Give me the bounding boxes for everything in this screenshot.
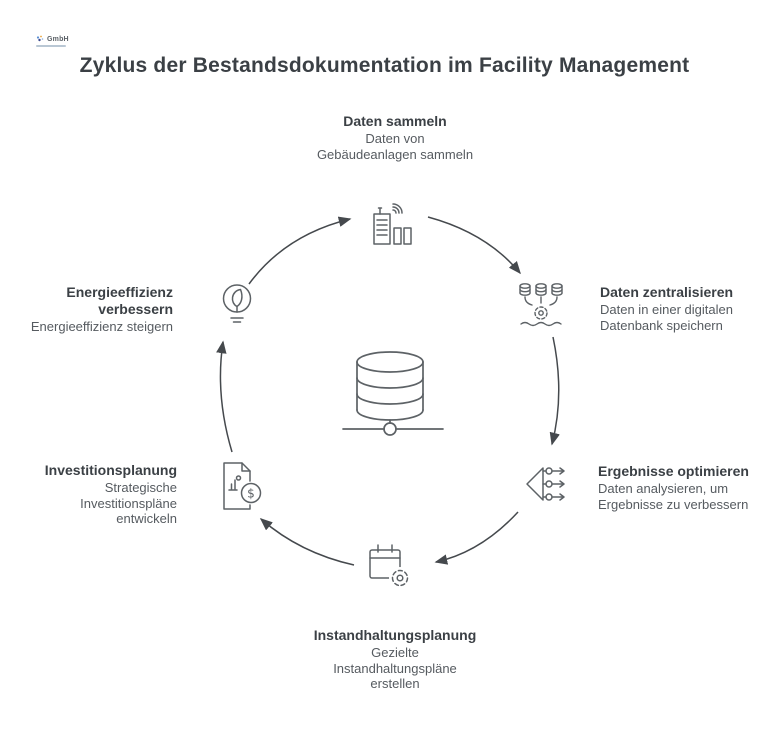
- calendar-gear-icon: [362, 537, 418, 593]
- step-ergebnisse-optimieren: Ergebnisse optimieren Daten analysieren,…: [598, 463, 749, 512]
- arrow-top-to-righttop: [427, 216, 521, 275]
- step-subtitle: Energieeffizienz steigern: [30, 319, 173, 334]
- step-subtitle: Daten von Gebäudeanlagen sammeln: [316, 131, 474, 162]
- step-subtitle: Daten in einer digitalen Datenbank speic…: [600, 302, 733, 333]
- step-subtitle: Daten analysieren, um Ergebnisse zu verb…: [598, 481, 749, 512]
- logo-text: GmbH: [47, 36, 69, 43]
- logo: GmbH: [36, 35, 69, 47]
- arrow-righttop-to-rightbottom: [549, 336, 560, 446]
- step-title: Ergebnisse optimieren: [598, 463, 749, 479]
- logo-sparkle-icon: [36, 35, 44, 42]
- arrow-bottom-to-leftbottom: [259, 518, 355, 566]
- step-subtitle: Strategische Investitionspläne entwickel…: [80, 480, 177, 526]
- step-daten-zentralisieren: Daten zentralisieren Daten in einer digi…: [600, 284, 733, 333]
- arrow-lefttop-to-top: [248, 216, 352, 285]
- step-title: Energieeffizienz verbessern: [66, 284, 173, 317]
- arrow-rightbottom-to-bottom: [434, 511, 519, 565]
- step-energieeffizienz-verbessern: Energieeffizienz verbessern Energieeffiz…: [31, 284, 173, 335]
- smart-building-icon: [362, 198, 418, 254]
- page-title: Zyklus der Bestandsdokumentation im Faci…: [79, 54, 690, 77]
- funnel-split-arrows-icon: [517, 455, 575, 513]
- dollar-glyph: $: [247, 487, 255, 501]
- step-daten-sammeln: Daten sammeln Daten von Gebäudeanlagen s…: [270, 113, 520, 162]
- arrow-leftbottom-to-lefttop: [216, 340, 233, 453]
- step-instandhaltungsplanung: Instandhaltungsplanung Gezielte Instandh…: [270, 627, 520, 692]
- step-title: Daten sammeln: [343, 113, 447, 129]
- step-subtitle: Gezielte Instandhaltungspläne erstellen: [333, 645, 457, 691]
- database-network-icon: [341, 344, 445, 440]
- leaf-bulb-icon: [210, 280, 262, 332]
- document-chart-dollar-icon: $: [212, 457, 270, 517]
- step-investitionsplanung: Investitionsplanung Strategische Investi…: [45, 462, 177, 527]
- logo-tagline: [36, 45, 66, 47]
- step-title: Instandhaltungsplanung: [313, 627, 477, 643]
- step-title: Investitionsplanung: [44, 462, 177, 478]
- data-stacks-gear-icon: [513, 276, 569, 332]
- step-title: Daten zentralisieren: [600, 284, 734, 300]
